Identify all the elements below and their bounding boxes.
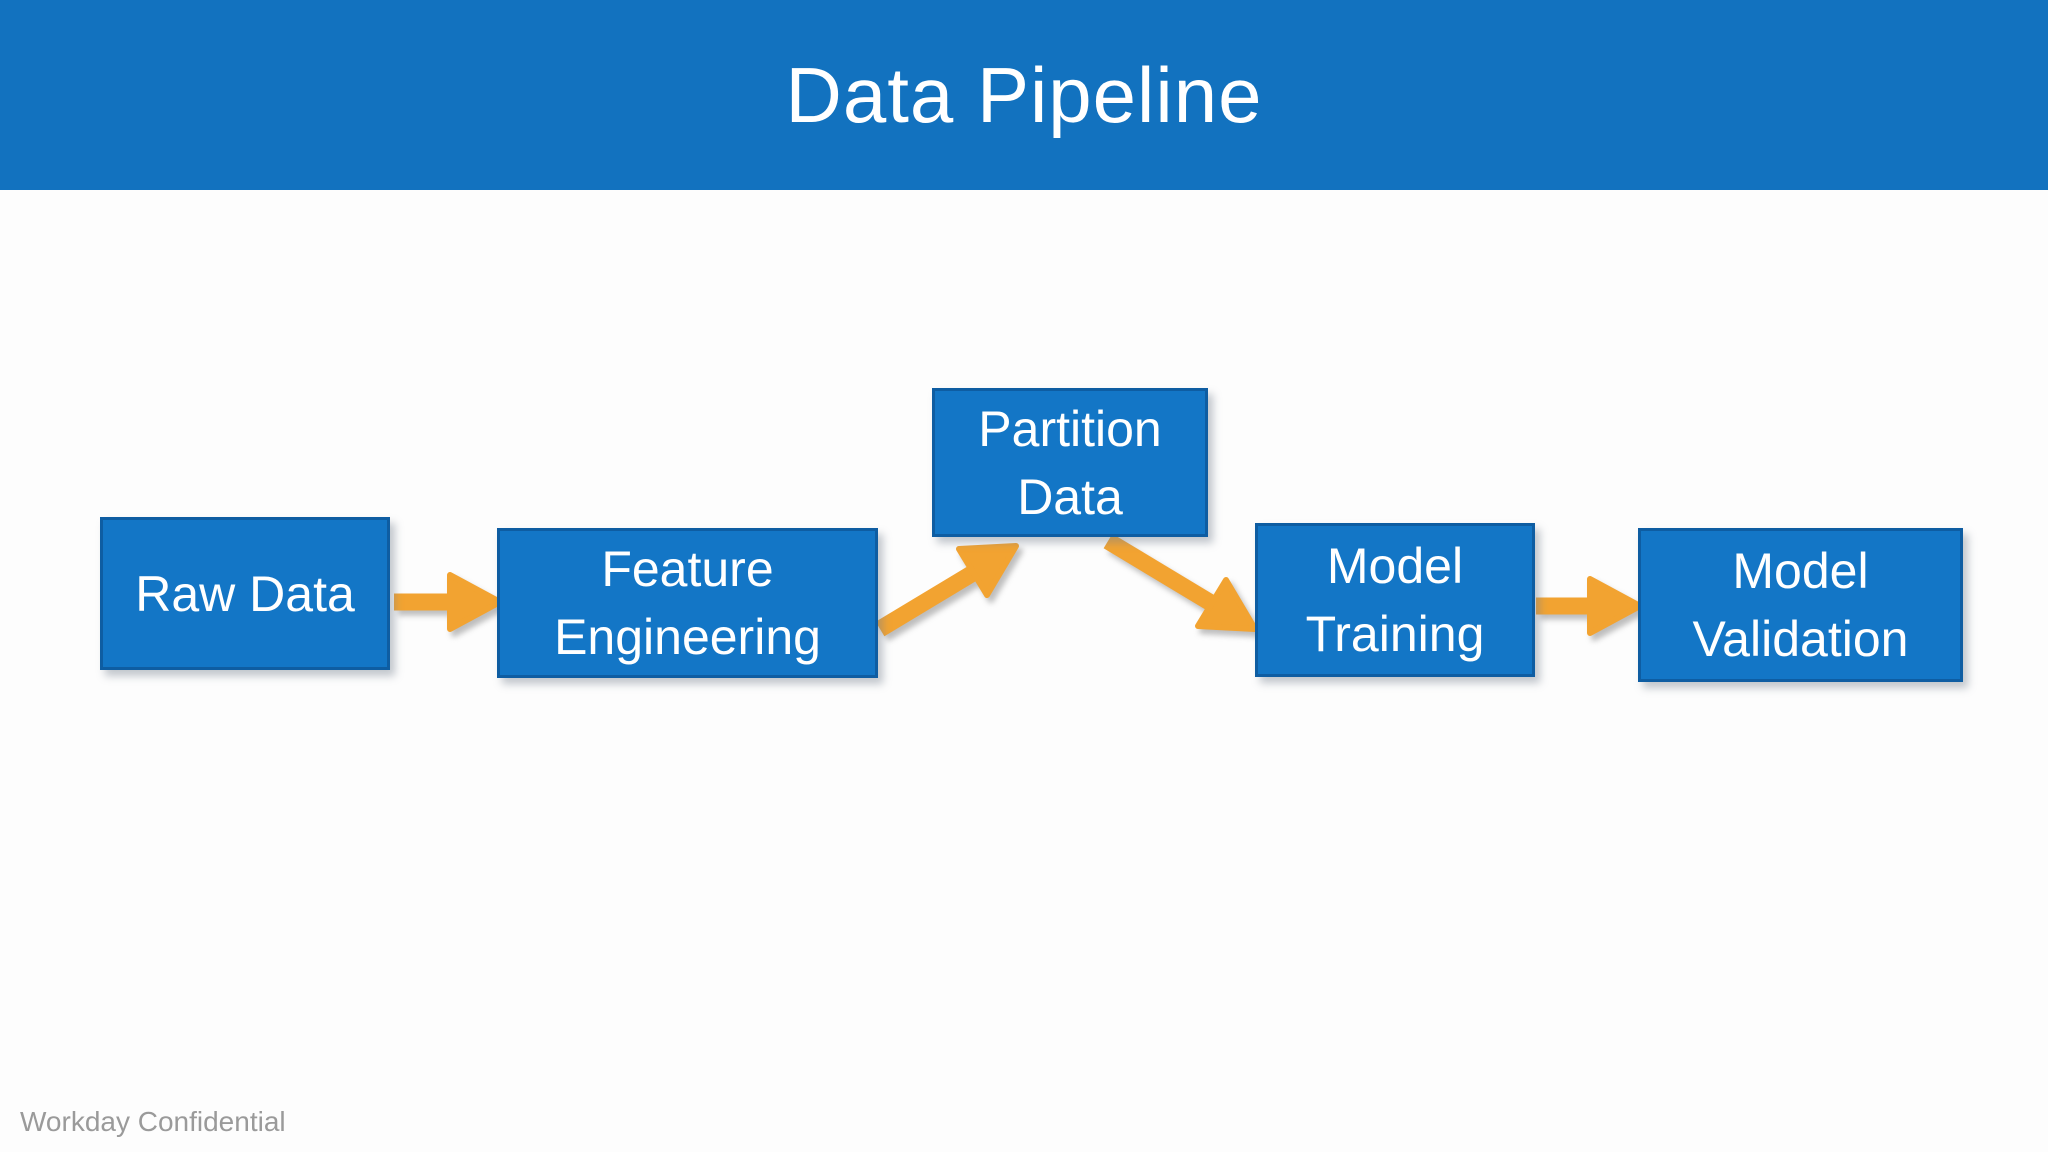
arrow-model-training-to-model-validation xyxy=(1536,576,1643,636)
arrow-partition-data-to-model-training xyxy=(1103,533,1258,632)
node-label: Raw Data xyxy=(135,565,355,622)
node-label: Feature Engineering xyxy=(554,541,821,665)
node-partition-data: Partition Data xyxy=(932,388,1208,537)
confidentiality-footer: Workday Confidential xyxy=(20,1106,286,1137)
node-feature-engineering: Feature Engineering xyxy=(497,528,878,678)
node-label: Partition Data xyxy=(978,400,1162,525)
node-model-training: Model Training xyxy=(1255,523,1535,677)
arrow-feature-engineering-to-partition-data xyxy=(875,543,1019,637)
arrow-raw-data-to-feature-engineering xyxy=(394,572,503,632)
title-bar: Data Pipeline xyxy=(0,0,2048,190)
node-label: Model Validation xyxy=(1692,543,1909,667)
node-label: Model Training xyxy=(1305,538,1485,662)
node-raw-data: Raw Data xyxy=(100,517,390,670)
node-model-validation: Model Validation xyxy=(1638,528,1963,682)
page-title: Data Pipeline xyxy=(785,50,1263,139)
